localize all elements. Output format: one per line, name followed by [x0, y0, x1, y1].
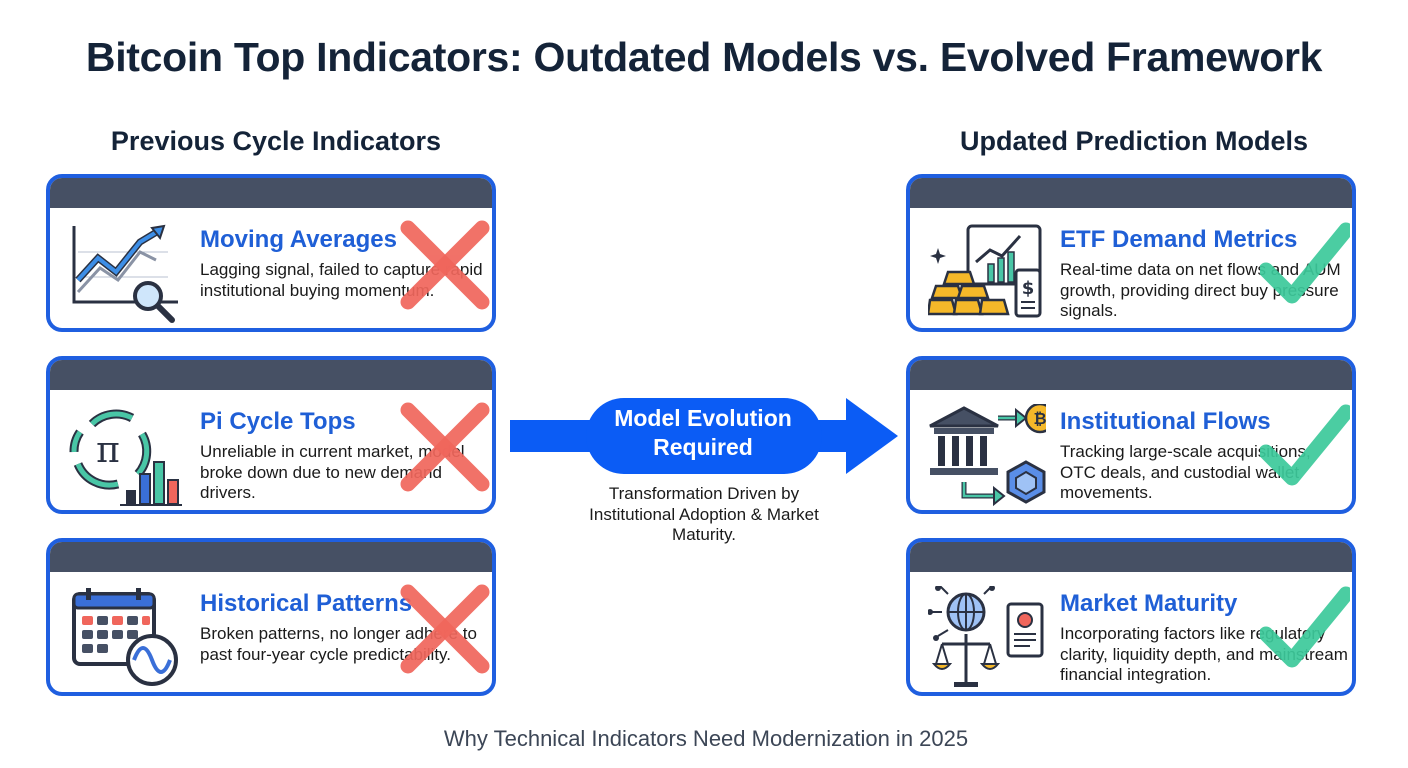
- svg-text:₿: ₿: [1033, 409, 1046, 428]
- pi-cycle-icon: π: [68, 404, 186, 508]
- card-description: Lagging signal, failed to capture rapid …: [200, 260, 483, 300]
- indicator-card-pi-cycle-tops: π Pi Cycle Tops Unreliable in current ma…: [46, 356, 496, 514]
- card-description: Broken patterns, no longer adhere to pas…: [200, 624, 477, 664]
- card-header-bar: [50, 178, 492, 208]
- x-mark-icon: [400, 220, 490, 310]
- check-mark-icon: [1258, 584, 1352, 674]
- svg-text:π: π: [96, 430, 120, 471]
- model-card-etf-demand: $ ETF Demand Metrics Real-time data on n…: [906, 174, 1356, 332]
- evolution-description: Transformation Driven by Institutional A…: [589, 484, 819, 544]
- card-description: Tracking large-scale acquisitions, OTC d…: [1060, 442, 1311, 502]
- card-title: Moving Averages: [200, 226, 397, 253]
- card-title: Institutional Flows: [1060, 408, 1271, 435]
- card-header-bar: [910, 360, 1352, 390]
- bank-bitcoin-icon: ₿: [928, 402, 1056, 508]
- card-description: Incorporating factors like regulatory cl…: [1060, 624, 1348, 684]
- x-mark-icon: [400, 584, 490, 674]
- check-mark-icon: [1258, 402, 1352, 492]
- footer-caption: Why Technical Indicators Need Modernizat…: [443, 726, 969, 751]
- check-mark-icon: [1258, 220, 1352, 310]
- card-header-bar: [910, 542, 1352, 572]
- card-title: Historical Patterns: [200, 590, 413, 617]
- evolution-arrow: [510, 396, 900, 476]
- svg-text:$: $: [1022, 278, 1035, 299]
- calendar-wave-icon: [68, 586, 186, 690]
- indicator-card-historical-patterns: Historical Patterns Broken patterns, no …: [46, 538, 496, 696]
- page-title: Bitcoin Top Indicators: Outdated Models …: [85, 34, 1323, 80]
- x-mark-icon: [400, 402, 490, 492]
- chart-magnifier-icon: [68, 222, 186, 326]
- model-evolution-label-line2: Required: [653, 434, 753, 460]
- model-evolution-label: Model Evolution Required: [588, 404, 818, 462]
- gold-bars-chart-icon: $: [926, 222, 1046, 326]
- model-card-market-maturity: Market Maturity Incorporating factors li…: [906, 538, 1356, 696]
- left-column-heading: Previous Cycle Indicators: [110, 126, 442, 156]
- indicator-card-moving-averages: Moving Averages Lagging signal, failed t…: [46, 174, 496, 332]
- card-header-bar: [910, 178, 1352, 208]
- card-header-bar: [50, 542, 492, 572]
- card-title: Market Maturity: [1060, 590, 1238, 617]
- globe-scales-icon: [927, 585, 1046, 690]
- model-evolution-label-line1: Model Evolution: [614, 405, 792, 431]
- card-title: Pi Cycle Tops: [200, 408, 356, 435]
- model-card-institutional-flows: ₿ Institutional Flows Tracking large-sca…: [906, 356, 1356, 514]
- card-description: Unreliable in current market, model brok…: [200, 442, 465, 502]
- right-column-heading: Updated Prediction Models: [959, 126, 1309, 156]
- card-title: ETF Demand Metrics: [1060, 226, 1298, 253]
- card-header-bar: [50, 360, 492, 390]
